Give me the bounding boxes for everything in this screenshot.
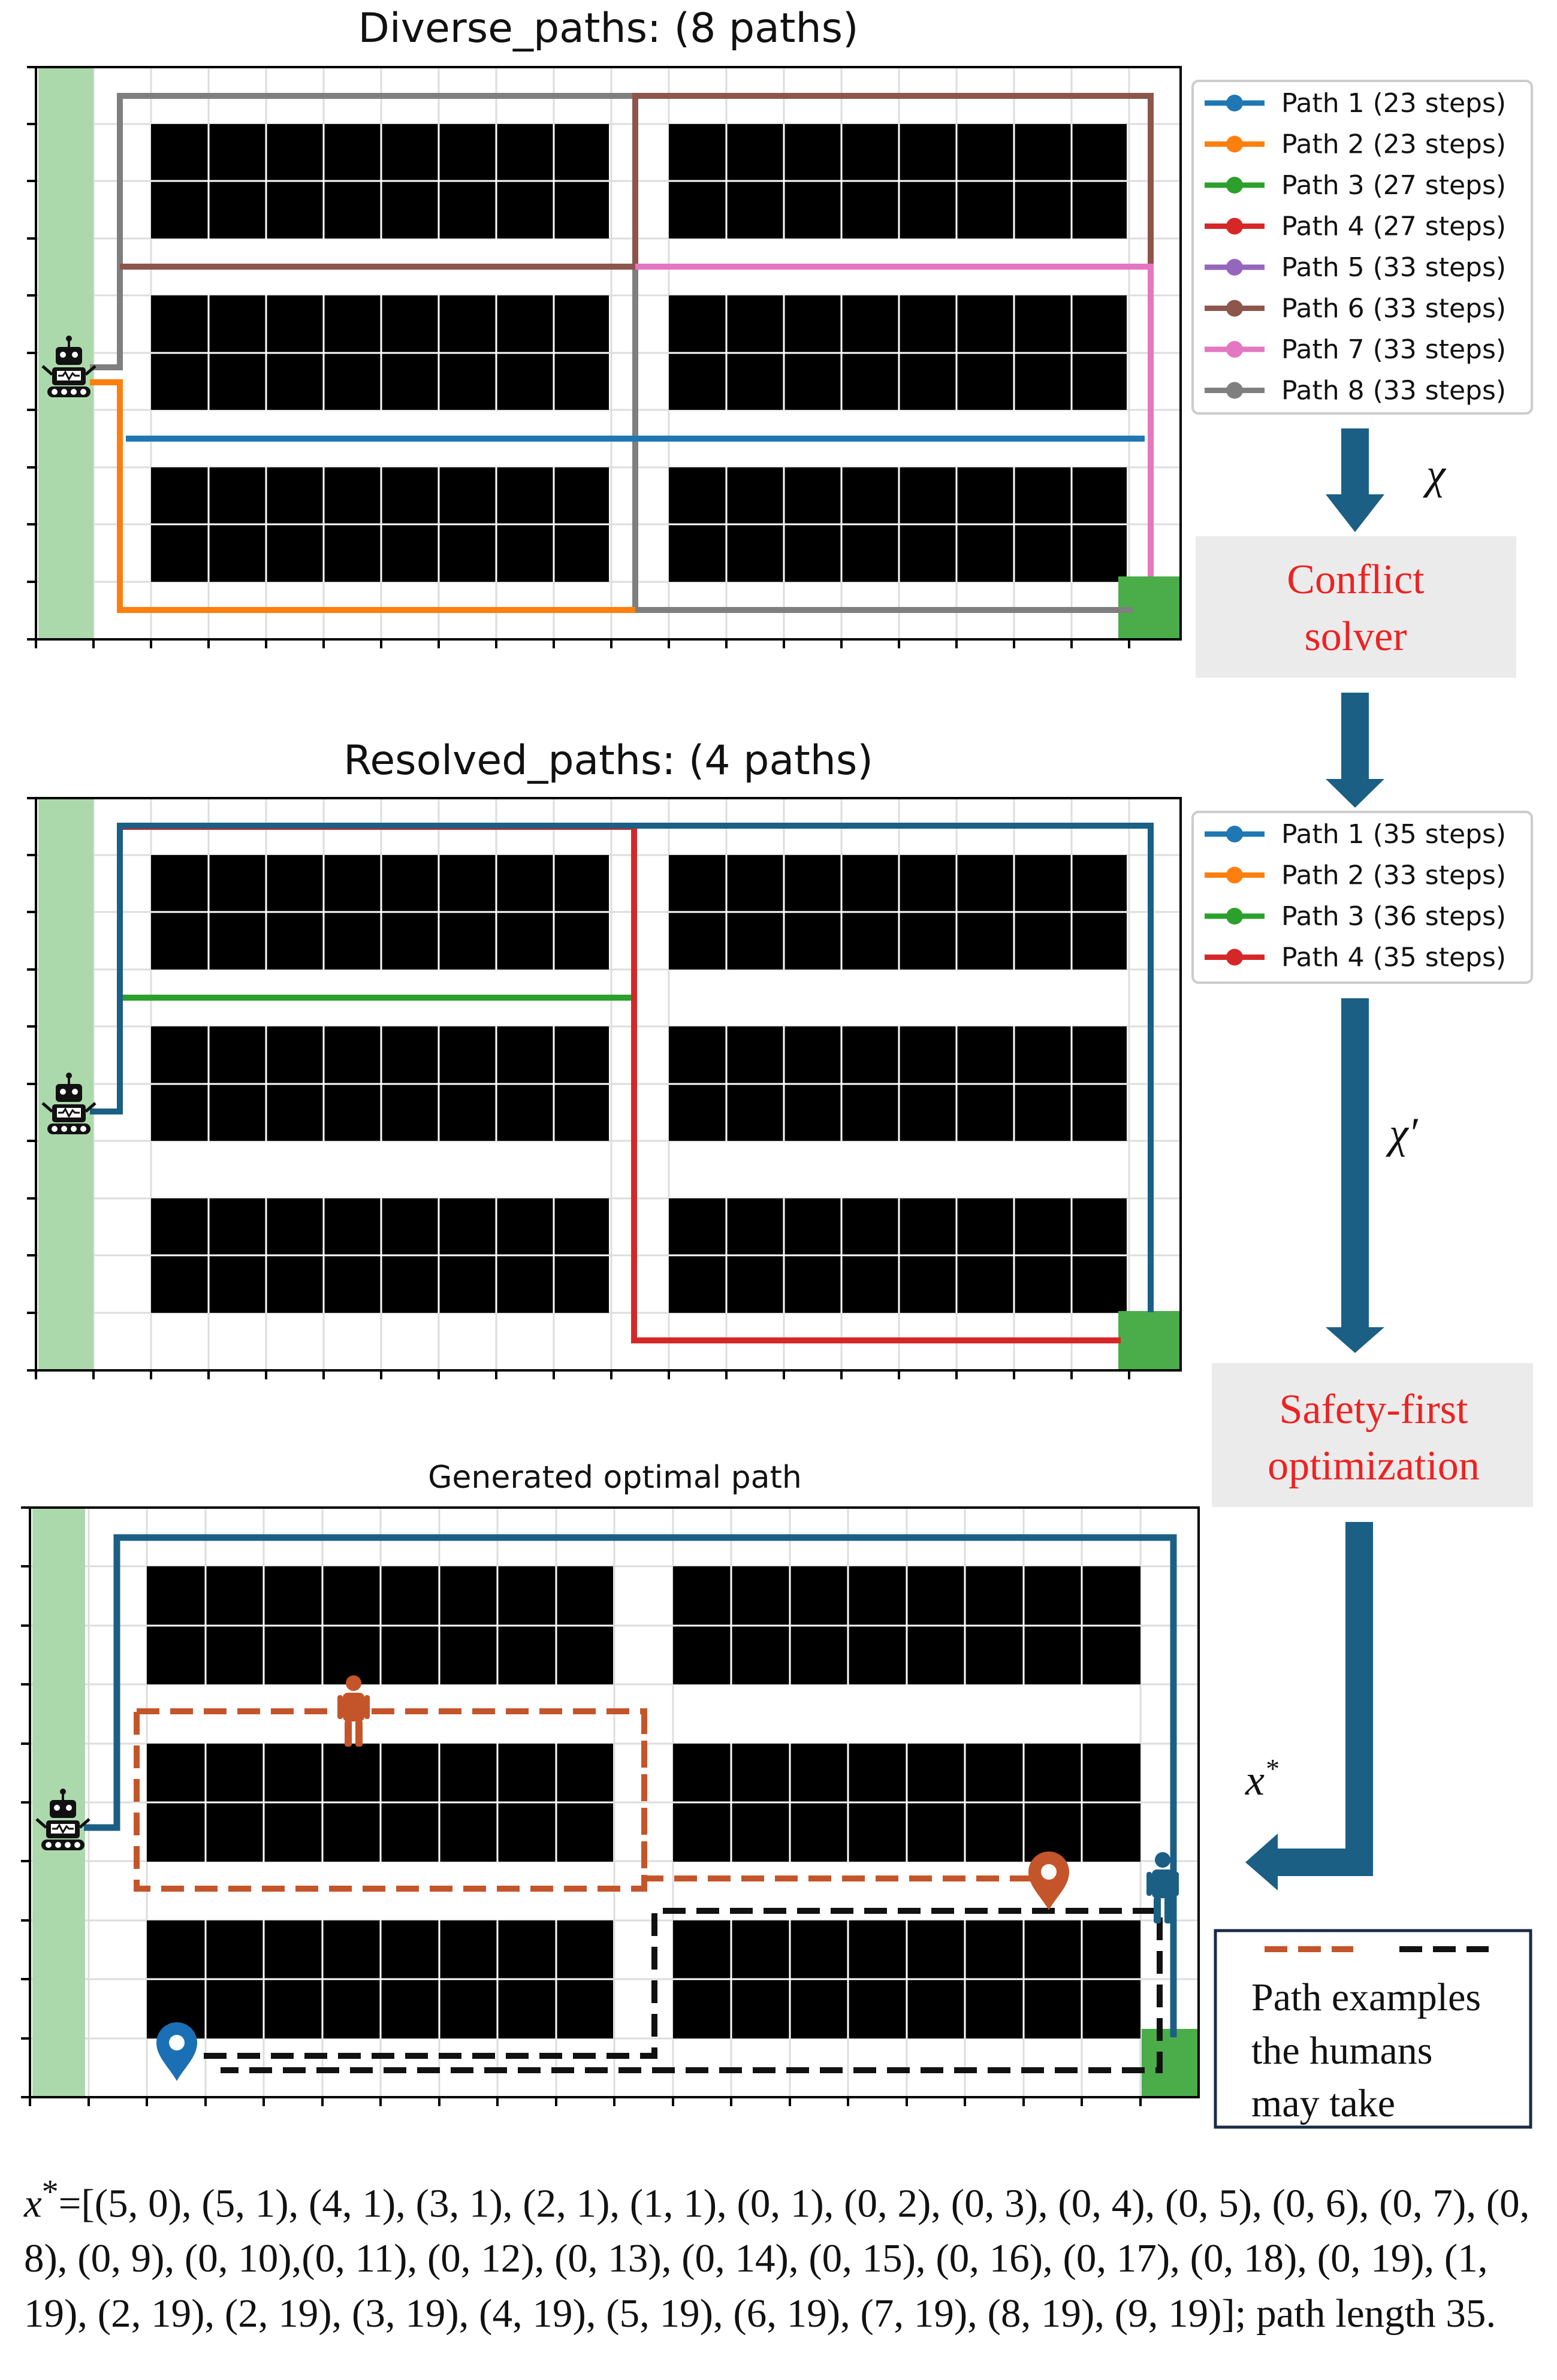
panel-optimal-path: Generated optimal path [21,1460,1200,2106]
panel-diverse-paths: Diverse_paths: (8 paths) [27,5,1182,648]
panel2-legend-marker-2 [1226,866,1243,884]
human-path-black [204,1908,1163,2073]
panel3-goal [1142,2029,1199,2097]
panel2-legend-marker-1 [1226,826,1243,842]
human-legend-line-2: the humans [1251,2029,1432,2073]
panel1-legend-marker-6 [1226,300,1243,317]
panel2-legend-label-2: Path 2 (33 steps) [1281,860,1506,891]
panel-resolved-paths: Resolved_paths: (4 paths) [27,737,1182,1379]
human-path-legend: Path examples the humans may take [1214,1929,1532,2129]
panel1-legend-label-1: Path 1 (23 steps) [1281,88,1506,119]
panel1-legend-label-2: Path 2 (23 steps) [1281,129,1506,160]
chi-prime-label: χ′ [1386,1109,1419,1157]
panel1-legend-label-3: Path 3 (27 steps) [1281,170,1506,201]
panel1-legend-marker-5 [1226,259,1243,276]
panel1-path-8 [90,93,1133,613]
optimal-path-sequence: x*=[(5, 0), (5, 1), (4, 1), (3, 1), (2, … [24,2173,1530,2336]
human-legend-line-1: Path examples [1251,1976,1481,2019]
human-path-orange-loop [134,1711,647,1892]
person-icon [337,1675,370,1747]
panel2-shelf-grid [151,855,1127,1313]
panel3-title: Generated optimal path [428,1460,802,1496]
panel1-legend: Path 1 (23 steps) Path 2 (23 steps) Path 3… [1191,80,1533,415]
map-pin-icon [156,2022,197,2081]
panel1-title: Diverse_paths: (8 paths) [358,5,858,52]
arrow-down-icon [1326,428,1384,532]
panel2-legend: Path 1 (35 steps) Path 2 (33 steps) Path 3… [1191,811,1533,984]
panel2-legend-label-1: Path 1 (35 steps) [1281,819,1506,850]
human-legend-line-3: may take [1251,2082,1395,2125]
panel1-legend-label-8: Path 8 (33 steps) [1281,376,1506,406]
panel1-path-2 [90,379,635,613]
panel1-ticks [27,66,1130,648]
arrow-left-icon [1245,1522,1373,1890]
arrow-down-icon [1326,693,1384,808]
panel1-legend-label-5: Path 5 (33 steps) [1281,252,1506,283]
panel2-legend-marker-3 [1226,908,1243,925]
panel1-legend-label-4: Path 4 (27 steps) [1281,212,1506,242]
panel1-path-6 [120,93,1154,576]
panel2-legend-label-4: Path 4 (35 steps) [1281,943,1506,973]
panel2-legend-label-3: Path 3 (36 steps) [1281,901,1506,932]
safety-first-line-2: optimization [1268,1443,1480,1489]
panel1-legend-marker-1 [1226,95,1243,111]
panel3-optimal-path [84,1534,1177,2037]
panel1-legend-marker-3 [1226,177,1243,194]
x-star-label: x* [1245,1753,1278,1804]
panel1-shelf-grid [151,124,1127,582]
map-pin-icon [1028,1852,1069,1910]
panel1-path-7 [635,264,1154,576]
panel1-legend-marker-7 [1226,341,1243,358]
panel3-ticks [21,1506,1142,2106]
arrow-down-icon [1326,998,1384,1353]
panel1-legend-marker-2 [1226,135,1243,153]
panel1-legend-label-7: Path 7 (33 steps) [1281,334,1506,365]
safety-first-line-1: Safety-first [1280,1387,1468,1433]
panel2-title: Resolved_paths: (4 paths) [343,737,873,784]
process-flow: χ Conflict solver χ′ Safety-first optimi… [1196,428,1533,1890]
panel2-ticks [27,797,1130,1379]
panel2-shelves [151,855,1127,1313]
panel2-legend-marker-4 [1226,949,1243,966]
conflict-solver-line-2: solver [1304,614,1407,660]
panel1-legend-marker-4 [1226,218,1243,235]
chi-label: χ [1423,450,1447,498]
safety-first-box [1212,1363,1533,1507]
panel3-shelf-grid [147,1566,1140,2038]
conflict-solver-box [1196,536,1516,678]
panel2-goal [1118,1311,1181,1370]
panel2-path-1 [90,823,1154,1312]
panel1-legend-label-6: Path 6 (33 steps) [1281,294,1506,324]
conflict-solver-line-1: Conflict [1287,557,1425,603]
panel1-legend-marker-8 [1226,382,1243,399]
